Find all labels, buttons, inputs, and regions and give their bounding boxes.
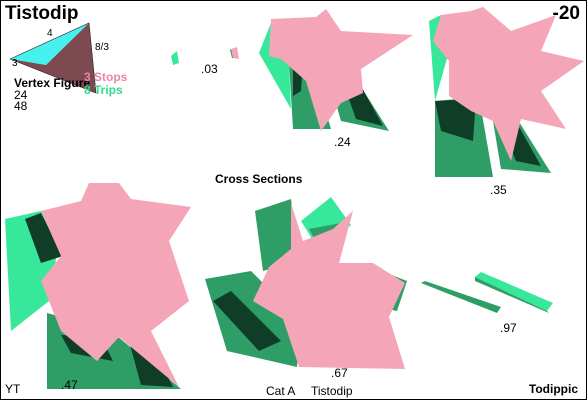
section-67-star-face [253, 203, 405, 369]
section-label-35: .35 [490, 183, 507, 197]
cross-sections-heading: Cross Sections [215, 172, 303, 186]
section-03 [171, 47, 239, 65]
page-title: Tistodip [5, 3, 79, 24]
trips-label: 8 Trips [84, 83, 123, 97]
footer-category: Cat A [266, 384, 296, 398]
section-24 [259, 9, 413, 131]
section-03-green-sliver [171, 51, 179, 65]
vertex-figure-graphic [9, 22, 97, 94]
section-47-upper-shadow [25, 213, 63, 263]
section-35-star-face [433, 7, 584, 161]
section-35 [429, 7, 584, 177]
vertex-edge-label: 8/3 [95, 42, 109, 53]
footer-left-label: YT [5, 382, 21, 396]
vertex-figure-light-face [10, 23, 89, 65]
vertex-figure-value: 48 [14, 99, 28, 113]
section-97-dark-sliver [421, 281, 501, 313]
section-label-24: .24 [334, 135, 351, 149]
section-47-star-face [41, 183, 191, 387]
section-03-pink-sliver [231, 47, 239, 59]
section-label-97: .97 [500, 321, 517, 335]
section-67 [205, 197, 407, 369]
vertex-figure-outline [9, 22, 97, 94]
polytope-code: -20 [552, 3, 580, 24]
vertex-figure-value: 24 [14, 88, 28, 102]
section-24-left-face [259, 23, 291, 109]
section-97-light-sliver [475, 272, 553, 311]
vertex-edge-label: 3 [12, 58, 18, 69]
section-47 [5, 183, 191, 389]
footer-right-label: Todippic [528, 382, 578, 396]
vertex-figure-title: Vertex Figure [14, 76, 91, 90]
section-97 [421, 272, 553, 313]
section-label-03: .03 [201, 62, 218, 76]
footer-name: Tistodip [311, 384, 353, 398]
vertex-figure-dark-face [10, 23, 96, 93]
section-67-left-shadow [213, 291, 281, 351]
section-35-shadow [435, 99, 476, 141]
section-label-47: .47 [61, 378, 78, 392]
section-label-67: .67 [331, 366, 348, 380]
stops-label: 3 Stops [84, 70, 128, 84]
section-03-green-edge [230, 49, 233, 58]
vertex-edge-label: 4 [47, 28, 53, 39]
section-97-light-edge [475, 277, 549, 313]
section-24-star-face [269, 9, 413, 131]
